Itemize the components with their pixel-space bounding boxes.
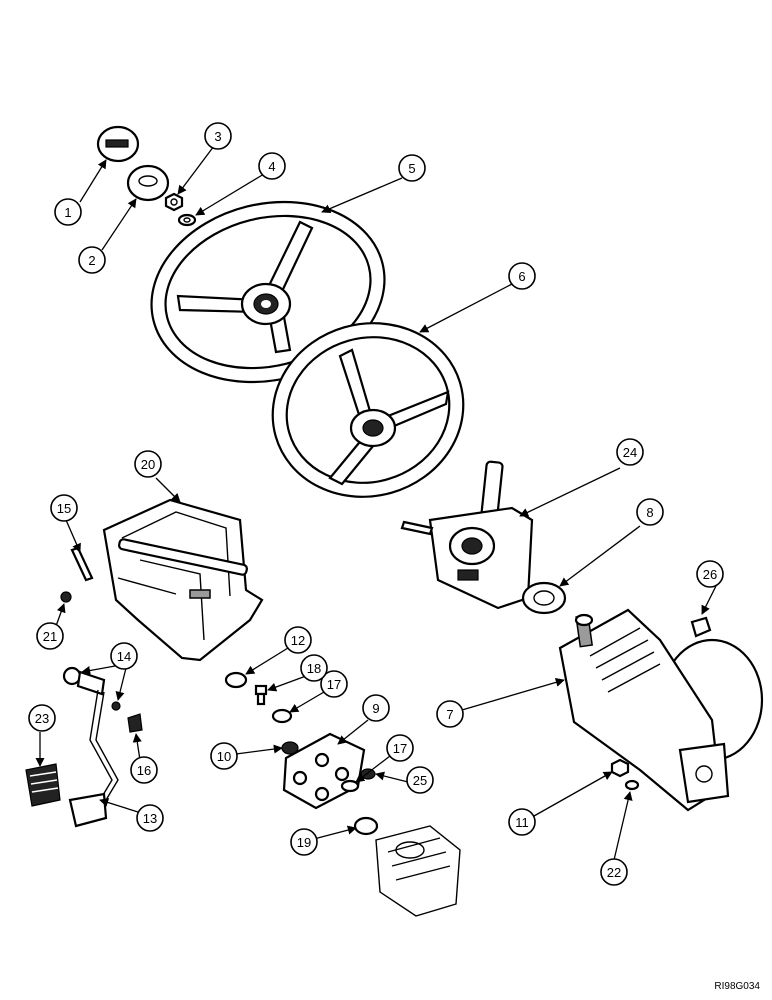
shuttle-lever-housing — [400, 460, 534, 610]
o-ring — [353, 816, 379, 836]
column-washer — [624, 779, 640, 791]
callout-14: 14 — [110, 642, 138, 670]
svg-text:6: 6 — [518, 269, 525, 284]
sealing-washer-upper — [271, 708, 293, 724]
callout-15: 15 — [50, 494, 78, 522]
callout-19: 19 — [290, 828, 318, 856]
callout-17-lower: 17 — [386, 734, 414, 762]
svg-text:15: 15 — [57, 501, 71, 516]
pedal-bracket — [102, 498, 264, 662]
svg-text:8: 8 — [646, 505, 653, 520]
washer — [177, 213, 197, 227]
shim-washer — [224, 671, 248, 689]
svg-text:1: 1 — [64, 205, 71, 220]
horn-cap — [96, 125, 140, 163]
svg-text:12: 12 — [291, 633, 305, 648]
callout-7: 7 — [436, 700, 464, 728]
pedal-pad — [25, 763, 61, 807]
brake-pedal-arm — [62, 666, 119, 828]
callout-11: 11 — [508, 808, 536, 836]
horn-button — [126, 164, 170, 202]
steering-motor — [375, 825, 461, 917]
callout-20: 20 — [134, 450, 162, 478]
callout-23: 23 — [28, 704, 56, 732]
svg-text:25: 25 — [413, 773, 427, 788]
retaining-clip — [690, 616, 712, 638]
callout-4: 4 — [258, 152, 286, 180]
callout-10: 10 — [210, 742, 238, 770]
svg-text:16: 16 — [137, 763, 151, 778]
svg-text:2: 2 — [88, 253, 95, 268]
steering-column — [558, 608, 764, 812]
spring-clip — [60, 591, 72, 603]
callout-24: 24 — [616, 438, 644, 466]
callout-26: 26 — [696, 560, 724, 588]
svg-text:24: 24 — [623, 445, 637, 460]
callout-25: 25 — [406, 766, 434, 794]
callout-18: 18 — [300, 654, 328, 682]
hex-nut — [360, 768, 376, 780]
svg-text:7: 7 — [446, 707, 453, 722]
svg-text:17: 17 — [393, 741, 407, 756]
callout-21: 21 — [36, 622, 64, 650]
callout-12: 12 — [284, 626, 312, 654]
valve-bolt — [254, 684, 268, 706]
callout-22: 22 — [600, 858, 628, 886]
callout-6: 6 — [508, 262, 536, 290]
callout-8: 8 — [636, 498, 664, 526]
svg-text:10: 10 — [217, 749, 231, 764]
svg-text:22: 22 — [607, 865, 621, 880]
sealing-washer-lower — [340, 779, 360, 793]
callout-2: 2 — [78, 246, 106, 274]
column-nut — [610, 758, 630, 778]
leader-lines — [35, 145, 717, 861]
svg-text:4: 4 — [268, 159, 275, 174]
svg-text:21: 21 — [43, 629, 57, 644]
steering-wheel-nut — [164, 192, 184, 212]
svg-text:13: 13 — [143, 811, 157, 826]
svg-text:9: 9 — [372, 701, 379, 716]
svg-text:18: 18 — [307, 661, 321, 676]
callout-5: 5 — [398, 154, 426, 182]
seal-ring — [521, 581, 567, 615]
figure-reference-code: RI98G034 — [714, 981, 760, 992]
svg-text:19: 19 — [297, 835, 311, 850]
svg-text:11: 11 — [515, 815, 529, 830]
svg-text:3: 3 — [214, 129, 221, 144]
callout-17-upper: 17 — [320, 670, 348, 698]
small-nut — [111, 701, 121, 711]
callouts: 1 2 3 4 5 6 7 8 9 10 11 12 13 14 15 16 1… — [28, 122, 724, 886]
callout-13: 13 — [136, 804, 164, 832]
svg-text:26: 26 — [703, 567, 717, 582]
pivot-pin — [70, 546, 94, 582]
callout-3: 3 — [204, 122, 232, 150]
svg-text:23: 23 — [35, 711, 49, 726]
pedal-clip — [127, 713, 143, 733]
svg-text:14: 14 — [117, 649, 131, 664]
callout-1: 1 — [54, 198, 82, 226]
callout-16: 16 — [130, 756, 158, 784]
steering-wheel-lower — [271, 322, 465, 498]
svg-text:17: 17 — [327, 677, 341, 692]
callout-9: 9 — [362, 694, 390, 722]
svg-text:5: 5 — [408, 161, 415, 176]
svg-text:20: 20 — [141, 457, 155, 472]
